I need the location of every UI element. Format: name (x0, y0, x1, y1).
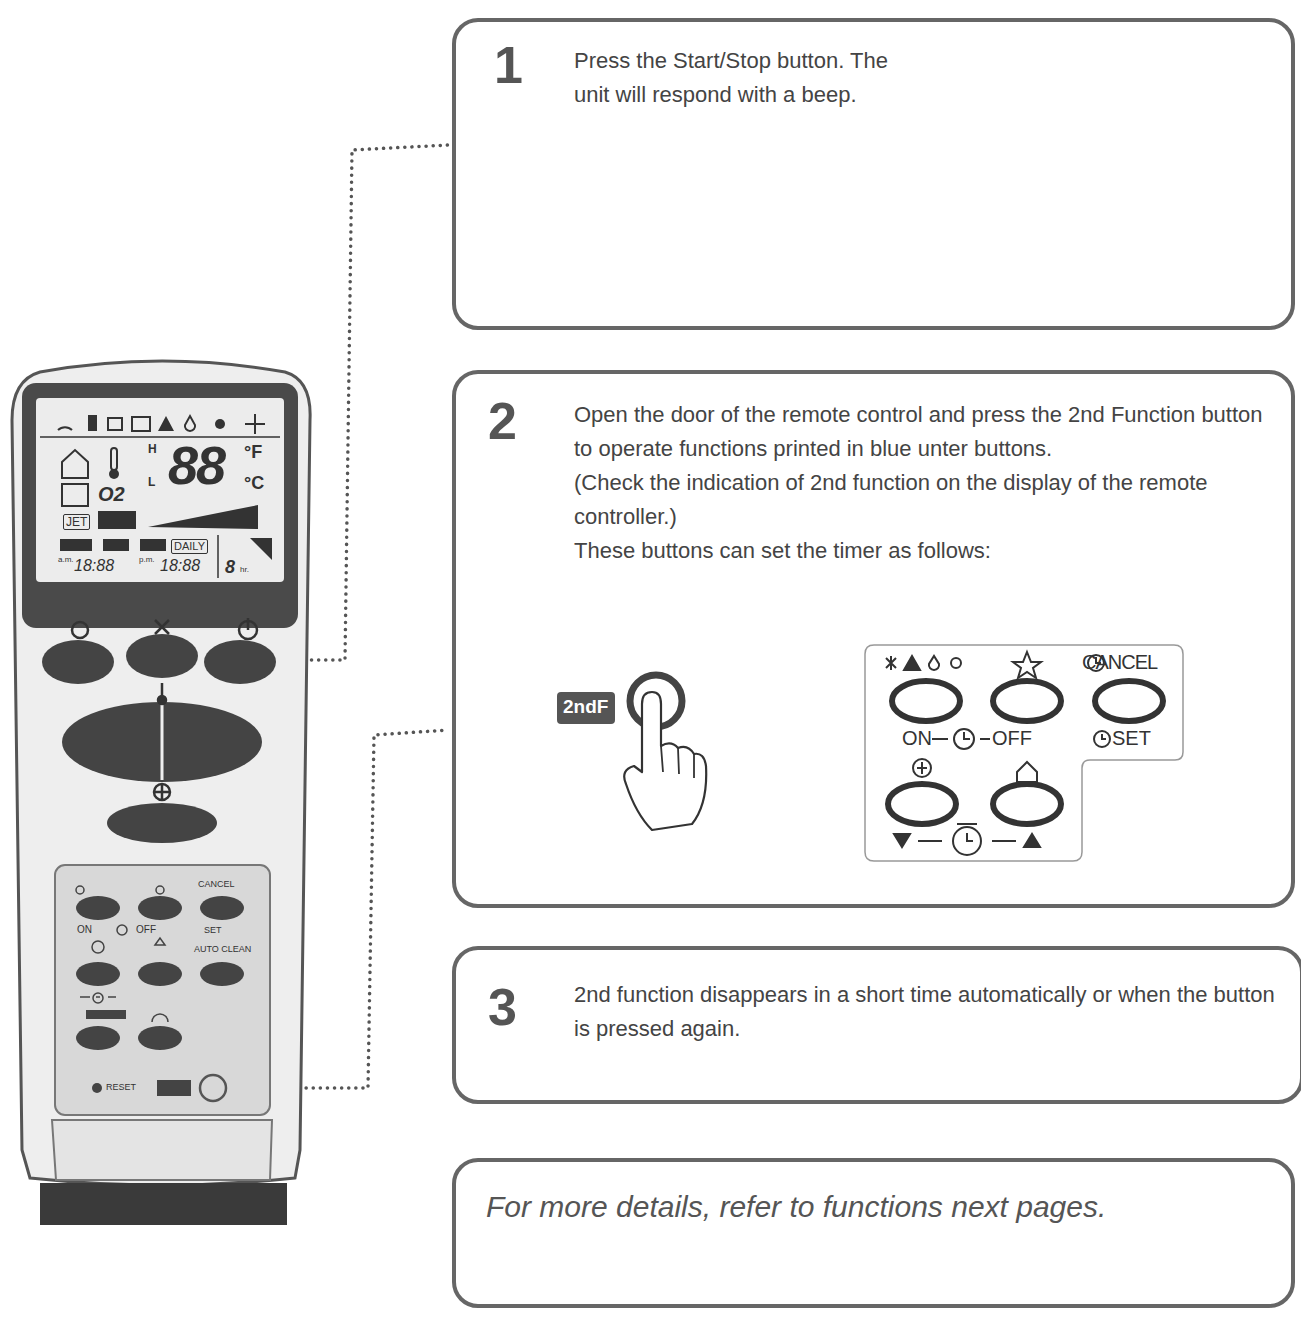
remote-body (12, 361, 310, 1185)
lcd-icons (58, 414, 272, 578)
step-box: 3 2nd function disappears in a short time… (452, 946, 1301, 1104)
badge-text: 2ndF (563, 697, 608, 717)
step-box: CANCEL ON OFF SET 2ndF 2 Open the door of the … (452, 370, 1295, 908)
step-box: 1 Press the Start/Stop button. The unit w… (452, 18, 1295, 330)
step-text: (Check the indication of 2nd function on… (574, 466, 1274, 534)
lcd-label: 8 (225, 558, 235, 576)
step-number: 3 (488, 980, 517, 1035)
button-caption: ON (77, 925, 92, 935)
button-panel: CANCEL ON OFF SET (864, 644, 1184, 862)
button-caption: ON (902, 728, 932, 749)
lcd-label: a.m. (58, 556, 74, 564)
step-number: 1 (494, 38, 523, 93)
step-text: Open the door of the remote control and … (574, 398, 1274, 466)
button-caption: CANCEL (1082, 652, 1157, 673)
unit-label: °F (244, 443, 262, 461)
lcd-time: 18:88 (74, 558, 114, 574)
button-caption: RESET (106, 1083, 136, 1092)
fan-label: L (148, 476, 155, 488)
lcd-label: hr. (240, 566, 249, 574)
second-function-badge: 2ndF (557, 692, 615, 724)
button-caption: OFF (136, 925, 156, 935)
remote-small-buttons (76, 896, 244, 1096)
lcd-time: 18:88 (160, 558, 200, 574)
remote-buttons (42, 634, 276, 843)
remote-lower-panel (55, 865, 270, 1115)
button-panel-outline (864, 644, 1184, 862)
button-caption: SET (204, 926, 222, 935)
unit-label: °C (244, 474, 264, 492)
lcd-label: p.m. (139, 556, 155, 564)
step-text: Press the Start/Stop button. The unit wi… (574, 44, 894, 112)
step-text: 2nd function disappears in a short time … (574, 978, 1284, 1046)
button-caption: OFF (992, 728, 1032, 749)
screen-frame (22, 383, 298, 628)
remote-base (40, 1183, 287, 1225)
button-caption: AUTO CLEAN (194, 945, 251, 954)
lcd-label: O2 (98, 484, 125, 504)
step-text: These buttons can set the timer as follo… (574, 534, 1274, 568)
note-box: For more details, refer to functions nex… (452, 1158, 1295, 1308)
note-text: For more details, refer to functions nex… (486, 1188, 1266, 1226)
lcd-label: JET (63, 514, 90, 530)
fan-label: H (148, 443, 157, 455)
lcd-label: DAILY (171, 539, 208, 554)
step-number: 2 (488, 394, 517, 449)
button-caption: CANCEL (198, 880, 235, 889)
lcd (36, 398, 284, 582)
button-caption: SET (1112, 728, 1151, 749)
remote-door (52, 1120, 272, 1180)
lcd-digits: 88 (168, 438, 224, 492)
